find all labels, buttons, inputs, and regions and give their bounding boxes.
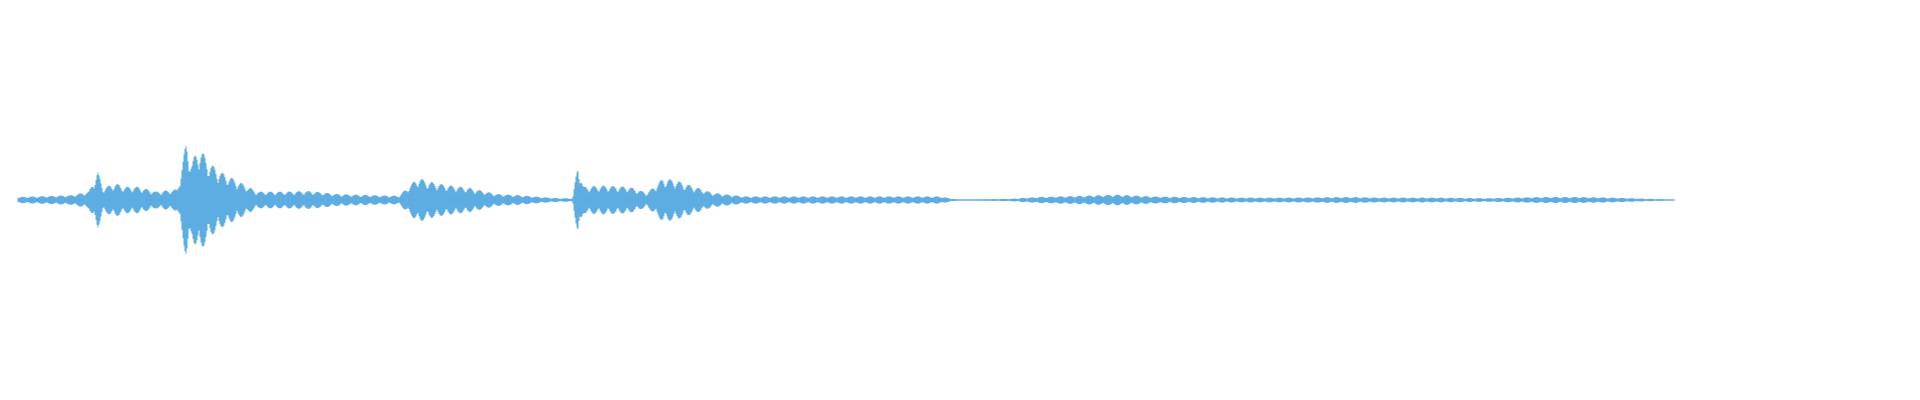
waveform-series xyxy=(17,145,1675,255)
